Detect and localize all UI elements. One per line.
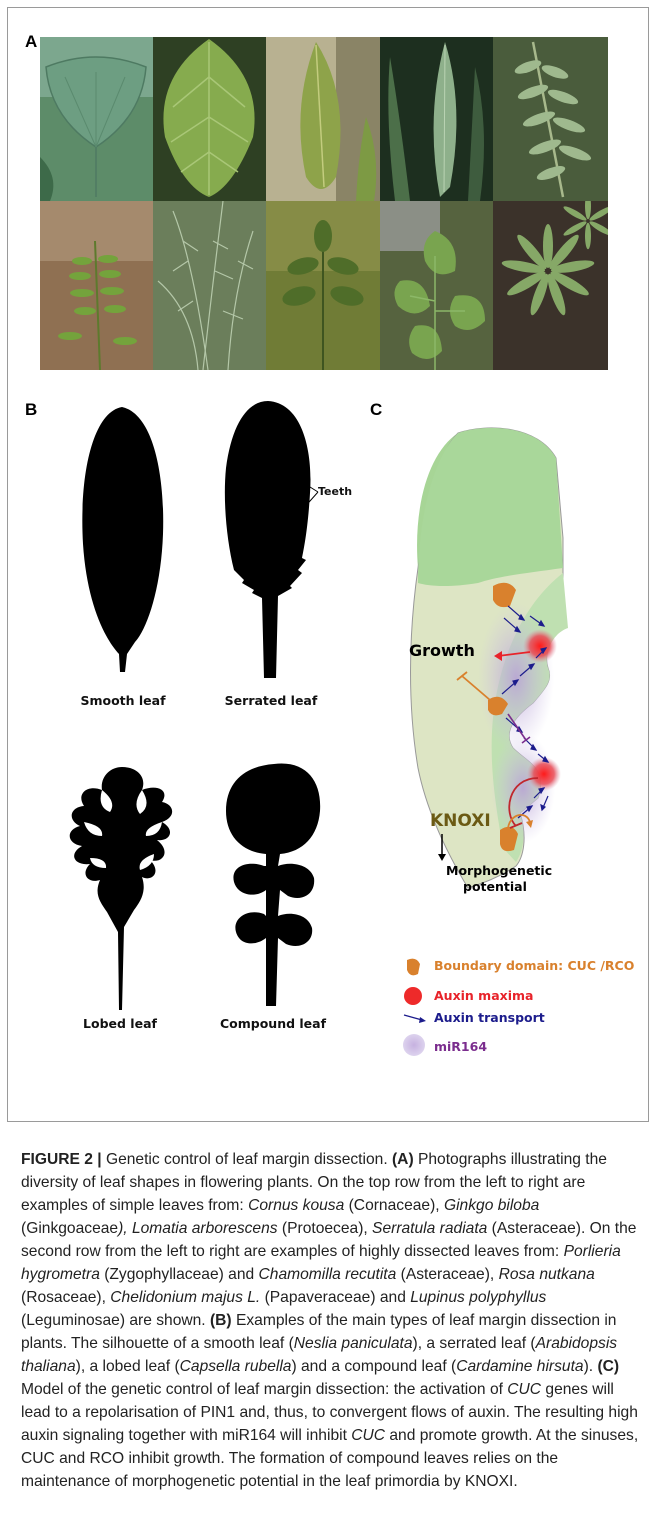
compound-leaf-label: Compound leaf bbox=[208, 1016, 338, 1031]
auxin-maximum-lower bbox=[527, 757, 561, 791]
legend-boundary-domain-label: Boundary domain: CUC /RCO bbox=[434, 958, 634, 973]
photo-cornus bbox=[153, 37, 266, 201]
legend-mir164-label: miR164 bbox=[434, 1039, 487, 1054]
panel-letter-b: B bbox=[25, 400, 37, 420]
photo-lomatia bbox=[266, 37, 380, 201]
legend-auxin-maxima-label: Auxin maxima bbox=[434, 988, 533, 1003]
figure-caption: FIGURE 2 | Genetic control of leaf margi… bbox=[21, 1148, 641, 1493]
photo-ginkgo bbox=[40, 37, 153, 201]
smooth-leaf-label: Smooth leaf bbox=[58, 693, 188, 708]
photo-chelidonium bbox=[380, 201, 493, 370]
morphogenetic-potential-label-line1: Morphogenetic bbox=[446, 863, 552, 878]
boundary-domain-icon bbox=[402, 956, 424, 978]
legend-auxin-transport bbox=[402, 1006, 428, 1030]
lobed-leaf-label: Lobed leaf bbox=[55, 1016, 185, 1031]
figure-number: FIGURE 2 | bbox=[21, 1151, 102, 1168]
compound-leaf-silhouette bbox=[218, 756, 330, 1014]
knoxi-label: KNOXI bbox=[430, 811, 491, 831]
growth-label: Growth bbox=[409, 641, 475, 660]
teeth-pointer-lines bbox=[298, 478, 320, 514]
teeth-label: Teeth bbox=[318, 485, 352, 498]
photo-lomatia-pinnate bbox=[493, 37, 608, 201]
photo-serratula bbox=[380, 37, 493, 201]
panel-letter-a: A bbox=[25, 32, 37, 52]
lobed-leaf-silhouette bbox=[62, 762, 182, 1012]
legend-auxin-transport-label: Auxin transport bbox=[434, 1010, 545, 1025]
photo-porlieria bbox=[40, 201, 153, 370]
photo-chamomilla bbox=[153, 201, 266, 370]
morphogenetic-potential-label-line2: potential bbox=[463, 879, 527, 894]
serrated-leaf-silhouette bbox=[218, 398, 318, 680]
genetic-model-diagram bbox=[398, 418, 628, 918]
legend-boundary-domain bbox=[402, 955, 424, 979]
panel-letter-c: C bbox=[370, 400, 382, 420]
auxin-maximum-upper bbox=[523, 629, 557, 663]
serrated-leaf-label: Serrated leaf bbox=[206, 693, 336, 708]
mir164-icon bbox=[402, 1033, 426, 1057]
legend-auxin-maxima bbox=[402, 984, 424, 1008]
auxin-transport-arrow-icon bbox=[402, 1007, 428, 1029]
smooth-leaf-silhouette bbox=[75, 404, 170, 674]
auxin-maxima-icon bbox=[402, 985, 424, 1007]
leaf-photo-grid bbox=[40, 37, 608, 370]
photo-lupinus bbox=[493, 201, 608, 370]
photo-rosa bbox=[266, 201, 380, 370]
legend-mir164 bbox=[402, 1033, 426, 1057]
